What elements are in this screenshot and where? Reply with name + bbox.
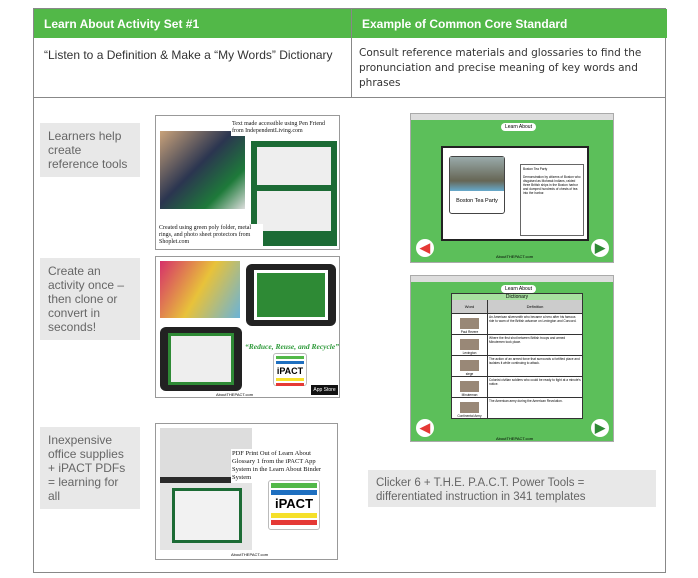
note-pen-friend: Text made accessible using Pen Friend fr…	[231, 120, 339, 136]
word: Continental Army	[457, 414, 482, 418]
note-pdf: PDF Print Out of Learn About Glossary 1 …	[231, 449, 335, 483]
binder-photo	[251, 141, 337, 246]
activity-table: Learn About Activity Set #1 Example of C…	[33, 8, 667, 573]
definition: The action of an armed force that surrou…	[489, 357, 580, 365]
activity-name: “Listen to a Definition & Make a “My Wor…	[34, 38, 351, 98]
word: Minuteman	[461, 393, 478, 397]
ipact-logo: iPACT	[273, 353, 307, 386]
student-photo	[160, 131, 245, 209]
word: siege	[465, 372, 474, 376]
site-label: AboutTHEPACT.com	[496, 436, 534, 441]
photo-binder: PDF Print Out of Learn About Glossary 1 …	[155, 423, 338, 560]
note-supplies: Created using green poly folder, metal r…	[158, 224, 263, 247]
site-label: AboutTHEPACT.com	[216, 392, 254, 397]
site-label: AboutTHEPACT.com	[231, 552, 269, 557]
dictionary-row[interactable]: Lexington Where the first shot between Br…	[452, 334, 582, 355]
photo-reference-tools: Text made accessible using Pen Friend fr…	[155, 115, 340, 250]
learn-about-button[interactable]: Learn About	[501, 285, 536, 293]
dictionary-row[interactable]: Continental Army The American army during…	[452, 397, 582, 418]
caption-supplies: Inexpensive office supplies + iPACT PDFs…	[40, 427, 140, 509]
word: Paul Revere	[460, 330, 479, 334]
photo-clone: “Reduce, Reuse, and Recycle” iPACT App S…	[155, 256, 340, 398]
caption-reference-tools: Learners help create reference tools	[40, 123, 140, 177]
column-divider	[351, 9, 352, 98]
standard-text: Consult reference materials and glossari…	[351, 38, 666, 98]
word-card[interactable]: Boston Tea Party	[456, 198, 498, 204]
dictionary-row[interactable]: Minuteman Colonist civilian soldiers who …	[452, 376, 582, 397]
header-standard: Example of Common Core Standard	[351, 9, 667, 38]
definition: The American army during the American Re…	[489, 399, 563, 403]
definition: Colonist civilian soldiers who could be …	[489, 378, 581, 386]
dictionary-row[interactable]: siege The action of an armed force that s…	[452, 355, 582, 376]
slogan: “Reduce, Reuse, and Recycle”	[245, 342, 339, 351]
ipad-list	[160, 327, 242, 391]
tablet-photo	[160, 261, 240, 318]
learn-about-button[interactable]: Learn About	[501, 123, 536, 131]
ipad-book	[246, 264, 336, 326]
dictionary-row[interactable]: Paul Revere An American silversmith who b…	[452, 313, 582, 334]
header-activity: Learn About Activity Set #1	[34, 9, 351, 38]
word: Lexington	[462, 351, 477, 355]
definition-text: Demonstration by citizens of Boston who …	[523, 175, 581, 195]
caption-clicker: Clicker 6 + T.H.E. P.A.C.T. Power Tools …	[368, 470, 656, 507]
ipact-logo: iPACT	[268, 480, 320, 530]
forward-arrow-icon[interactable]: ▶	[591, 419, 609, 437]
definition: An American silversmith who became a her…	[489, 315, 577, 323]
site-label: AboutTHEPACT.com	[496, 254, 534, 259]
app-store-badge[interactable]: App Store	[311, 385, 338, 395]
forward-arrow-icon[interactable]: ▶	[591, 239, 609, 257]
clicker-book-screen: Learn About Boston Tea Party Boston Tea …	[410, 113, 614, 263]
definition: Where the first shot between British tro…	[489, 336, 566, 344]
caption-clone: Create an activity once – then clone or …	[40, 258, 140, 340]
back-arrow-icon[interactable]: ◀	[416, 419, 434, 437]
binder-pdf-photo	[160, 428, 252, 550]
back-arrow-icon[interactable]: ◀	[416, 239, 434, 257]
